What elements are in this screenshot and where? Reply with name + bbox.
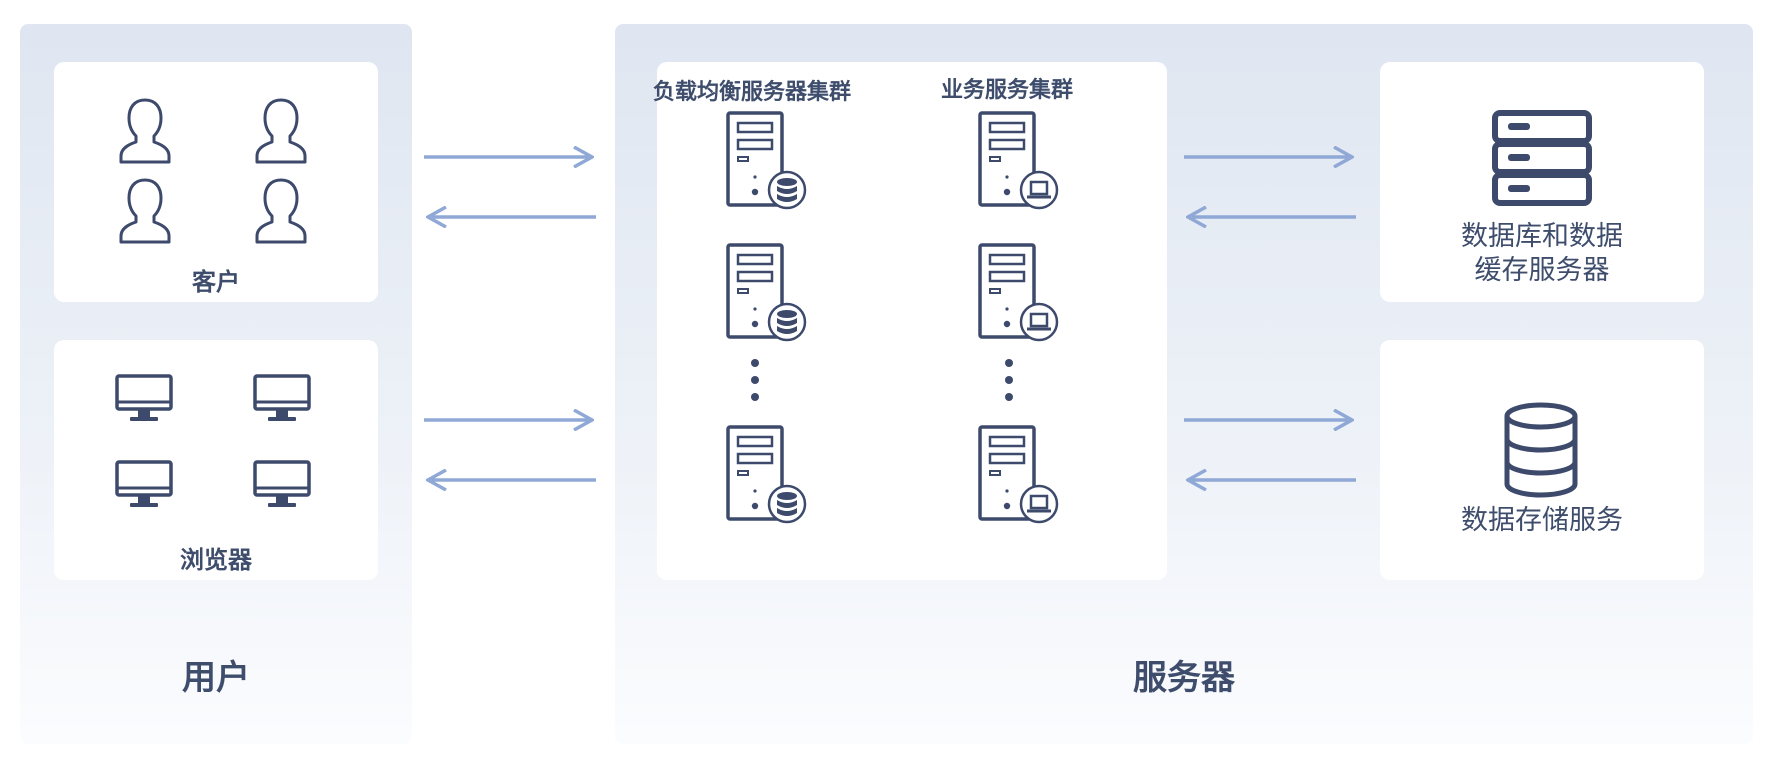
browsers-label: 浏览器: [180, 546, 252, 574]
user-icon: [115, 176, 175, 246]
arrow-left-icon: [1186, 206, 1356, 228]
users-panel-title: 用户: [182, 658, 250, 698]
data-storage-card: [1380, 340, 1704, 580]
db-cache-label: 数据库和数据 缓存服务器: [1380, 220, 1704, 288]
servers-panel-title: 服务器: [1133, 658, 1235, 698]
database-badge-icon: [767, 484, 807, 524]
monitor-icon: [114, 459, 174, 511]
laptop-badge-icon: [1019, 484, 1059, 524]
monitor-icon: [252, 459, 312, 511]
db-cache-label-line1: 数据库和数据: [1461, 221, 1623, 252]
user-icon: [251, 96, 311, 166]
user-icon: [251, 176, 311, 246]
server-rack-icon: [1492, 110, 1592, 206]
load-balancer-cluster-title: 负载均衡服务器集群: [652, 80, 851, 105]
arrow-right-icon: [1184, 409, 1354, 431]
user-icon: [115, 96, 175, 166]
database-cylinder-icon: [1501, 402, 1581, 498]
db-cache-label-line2: 缓存服务器: [1474, 255, 1610, 286]
arrow-right-icon: [1184, 146, 1354, 168]
monitor-icon: [114, 373, 174, 425]
arrow-right-icon: [424, 409, 594, 431]
database-cache-card: [1380, 62, 1704, 302]
arrow-left-icon: [426, 469, 596, 491]
vertical-ellipsis-icon: [750, 358, 760, 402]
browsers-card: [54, 340, 378, 580]
database-badge-icon: [767, 302, 807, 342]
database-badge-icon: [767, 170, 807, 210]
arrow-left-icon: [1186, 469, 1356, 491]
vertical-ellipsis-icon: [1004, 358, 1014, 402]
business-cluster-title: 业务服务集群: [940, 78, 1073, 103]
monitor-icon: [252, 373, 312, 425]
data-storage-label: 数据存储服务: [1461, 505, 1623, 536]
arrow-right-icon: [424, 146, 594, 168]
customers-label: 客户: [192, 268, 240, 296]
arrow-left-icon: [426, 206, 596, 228]
laptop-badge-icon: [1019, 170, 1059, 210]
laptop-badge-icon: [1019, 302, 1059, 342]
customers-card: [54, 62, 378, 302]
